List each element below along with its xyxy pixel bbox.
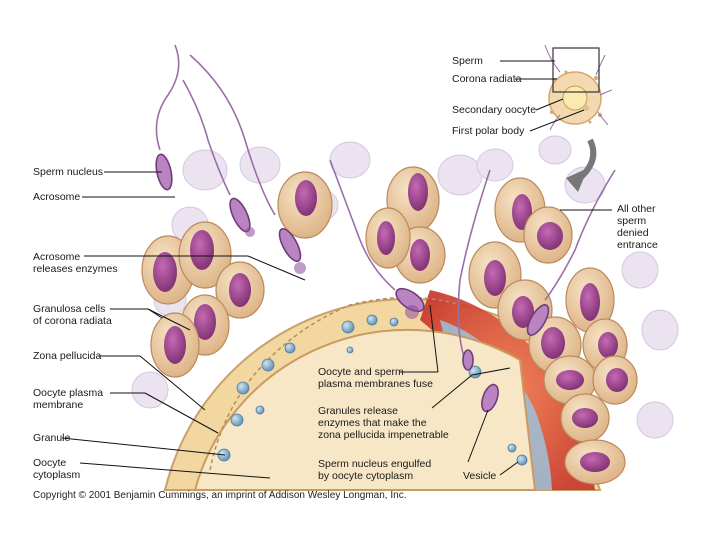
label-secondary-oocyte: Secondary oocyte	[452, 104, 537, 116]
sperm	[526, 169, 616, 336]
label-sperm: Sperm	[452, 55, 483, 67]
granulosa-cell	[523, 206, 573, 264]
granulosa-cell	[592, 355, 638, 405]
label-sperm-nucleus: Sperm nucleus	[33, 166, 104, 178]
granulosa-cell	[178, 221, 232, 289]
granulosa-cell	[277, 171, 333, 239]
sperm	[457, 169, 491, 371]
copyright-notice: Copyright © 2001 Benjamin Cummings, an i…	[33, 490, 407, 501]
sperm	[155, 44, 180, 191]
oocyte	[163, 290, 602, 491]
granulosa-cell	[564, 439, 626, 485]
leader-lines	[61, 60, 612, 479]
granulosa-cell	[565, 267, 615, 333]
label-membranes-fuse: Oocyte and sperm plasma membranes fuse	[318, 366, 433, 390]
zoom-arrowhead	[566, 168, 588, 192]
label-all-other-sperm: All other sperm denied entrance	[617, 203, 658, 251]
label-oocyte-plasma-membrane: Oocyte plasma membrane	[33, 387, 104, 411]
label-corona-radiata: Corona radiata	[452, 73, 522, 85]
inset-zoom-box	[552, 47, 600, 93]
label-acrosome-releases-enzymes: Acrosome releases enzymes	[33, 251, 118, 275]
label-granules-release: Granules release enzymes that make the z…	[318, 405, 449, 441]
sperm	[329, 159, 425, 313]
sperm	[189, 54, 302, 263]
granulosa-cell	[560, 393, 610, 443]
acrosome-enzymes	[245, 227, 419, 319]
label-zona-pellucida: Zona pellucida	[33, 350, 102, 362]
label-first-polar-body: First polar body	[452, 125, 525, 137]
label-acrosome: Acrosome	[33, 191, 81, 203]
label-vesicle: Vesicle	[463, 470, 497, 482]
label-oocyte-cytoplasm: Oocyte cytoplasm	[33, 457, 81, 481]
label-granule: Granule	[33, 432, 71, 444]
label-granulosa-cells: Granulosa cells of corona radiata	[33, 303, 112, 327]
granulosa-cell	[365, 207, 411, 269]
inset-oocyte	[544, 44, 613, 192]
granulosa-cells	[141, 166, 638, 485]
granulosa-cell	[215, 261, 265, 319]
granules	[217, 314, 528, 466]
label-sperm-nucleus-engulfed: Sperm nucleus engulfed by oocyte cytopla…	[318, 458, 432, 482]
sperm-group	[155, 44, 616, 413]
sperm-nucleus-engulfed	[481, 383, 499, 413]
